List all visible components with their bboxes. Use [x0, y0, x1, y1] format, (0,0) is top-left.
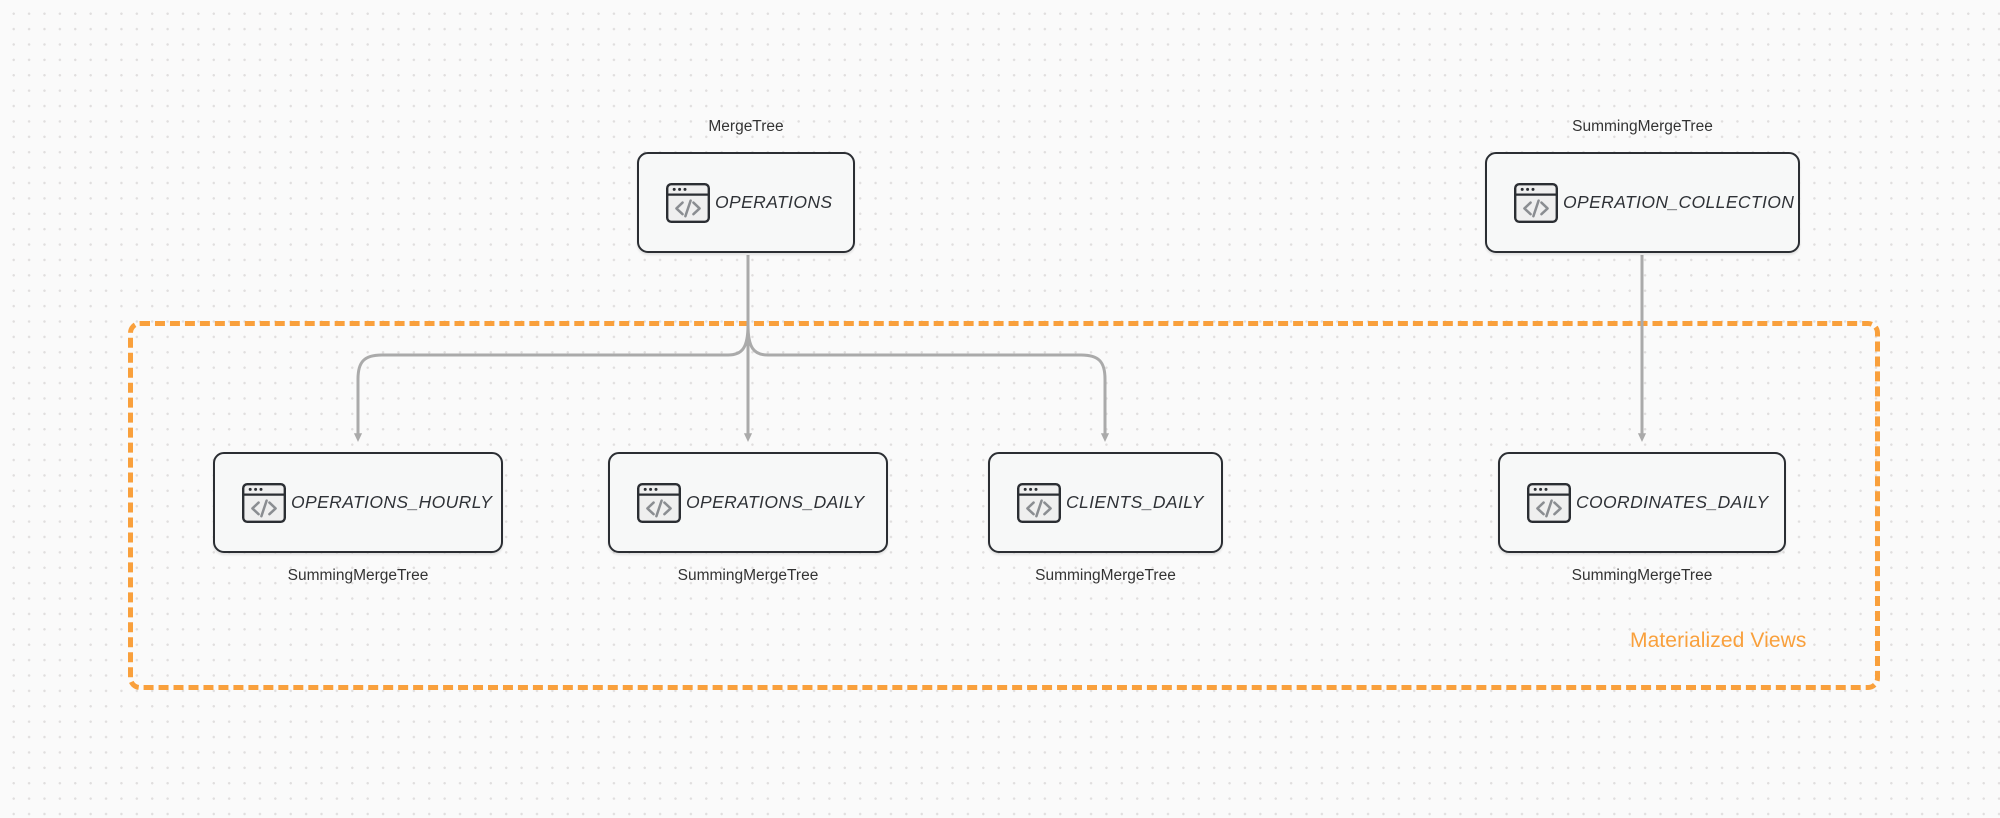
node-label: COORDINATES_DAILY — [1576, 492, 1769, 512]
engine-caption-coordinates-daily: SummingMergeTree — [1571, 567, 1713, 584]
materialized-views-label: Materialized Views — [1630, 629, 1807, 652]
code-window-icon — [1016, 480, 1062, 526]
engine-caption-operations-daily: SummingMergeTree — [677, 567, 819, 584]
engine-caption-operations-hourly: SummingMergeTree — [287, 567, 429, 584]
node-operations-hourly[interactable]: OPERATIONS_HOURLY — [213, 452, 503, 553]
engine-caption-operations: MergeTree — [708, 118, 784, 135]
code-window-icon — [665, 180, 711, 226]
engine-caption-operation-collection: SummingMergeTree — [1572, 118, 1713, 135]
code-window-icon — [636, 480, 682, 526]
engine-caption-clients-daily: SummingMergeTree — [1035, 567, 1176, 584]
code-window-icon — [1526, 480, 1572, 526]
node-coordinates-daily[interactable]: COORDINATES_DAILY — [1498, 452, 1786, 553]
node-label: OPERATION_COLLECTION — [1563, 192, 1795, 212]
node-operation-collection[interactable]: OPERATION_COLLECTION — [1485, 152, 1800, 253]
node-operations-daily[interactable]: OPERATIONS_DAILY — [608, 452, 888, 553]
node-clients-daily[interactable]: CLIENTS_DAILY — [988, 452, 1223, 553]
node-label: OPERATIONS — [715, 192, 833, 212]
code-window-icon — [1513, 180, 1559, 226]
node-label: OPERATIONS_HOURLY — [291, 492, 493, 512]
code-window-icon — [241, 480, 287, 526]
node-label: CLIENTS_DAILY — [1066, 492, 1204, 512]
node-label: OPERATIONS_DAILY — [686, 492, 865, 512]
node-operations[interactable]: OPERATIONS — [637, 152, 855, 253]
